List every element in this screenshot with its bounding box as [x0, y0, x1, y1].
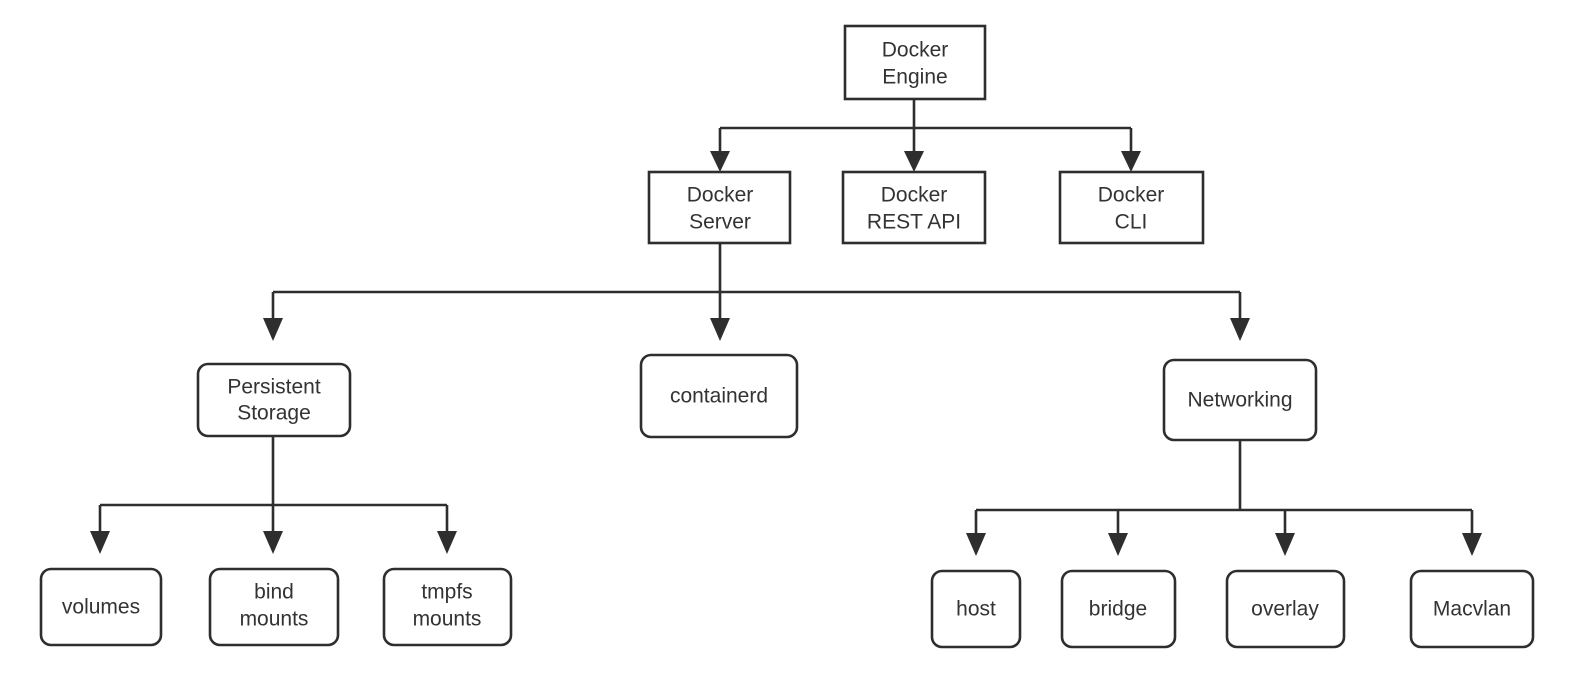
edge-storage-to-volumes-arrow [90, 531, 110, 554]
node-tmpfs-mounts-label-line2: mounts [413, 608, 482, 631]
edge-server-to-networking-arrow [1230, 318, 1250, 341]
edge-networking-to-bridge-arrow [1108, 533, 1128, 556]
edge-server-to-persistent-storage-arrow [263, 318, 283, 341]
edge-storage-to-tmpfs-mounts-arrow [437, 531, 457, 554]
edge-group-server-to-row3 [263, 243, 1250, 341]
edge-group-storage-to-leaves [90, 436, 457, 554]
node-docker-rest-api-box[interactable] [841, 170, 987, 245]
node-overlay-label: overlay [1251, 598, 1319, 621]
node-docker-engine-label-line1: Docker [882, 39, 949, 62]
node-host[interactable]: host [930, 569, 1022, 649]
node-bind-mounts[interactable]: bind mounts [208, 567, 340, 647]
node-docker-rest-api[interactable]: Docker REST API [841, 170, 987, 245]
edge-networking-to-macvlan-arrow [1462, 533, 1482, 556]
node-docker-cli-label-line2: CLI [1115, 211, 1148, 234]
edge-engine-to-rest-api-arrow [904, 151, 924, 172]
node-docker-cli-box[interactable] [1058, 170, 1205, 245]
node-containerd[interactable]: containerd [639, 353, 799, 439]
node-persistent-storage-label-line1: Persistent [227, 376, 321, 399]
edge-engine-to-docker-server-arrow [710, 151, 730, 172]
node-tmpfs-mounts-label-line1: tmpfs [421, 581, 472, 604]
node-macvlan-box[interactable] [1409, 569, 1535, 649]
edge-networking-to-overlay-arrow [1275, 533, 1295, 556]
node-persistent-storage-label-line2: Storage [237, 402, 311, 425]
node-macvlan-label: Macvlan [1433, 598, 1511, 621]
node-persistent-storage-box[interactable] [196, 362, 352, 438]
node-bridge-box[interactable] [1060, 569, 1177, 649]
node-tmpfs-mounts[interactable]: tmpfs mounts [382, 567, 513, 647]
node-docker-server-label-line2: Server [689, 211, 751, 234]
node-networking[interactable]: Networking [1162, 358, 1318, 442]
node-bind-mounts-label-line2: mounts [240, 608, 309, 631]
node-tmpfs-mounts-box[interactable] [382, 567, 513, 647]
edge-group-engine-to-row2 [710, 99, 1141, 172]
node-docker-engine-label-line2: Engine [882, 66, 947, 89]
node-docker-rest-api-label-line1: Docker [881, 184, 948, 207]
node-bind-mounts-label-line1: bind [254, 581, 294, 604]
node-bridge[interactable]: bridge [1060, 569, 1177, 649]
edge-storage-to-bind-mounts-arrow [263, 531, 283, 554]
node-docker-server-label-line1: Docker [687, 184, 754, 207]
node-overlay[interactable]: overlay [1225, 569, 1346, 649]
edge-group-networking-to-leaves [966, 440, 1482, 556]
edge-engine-to-cli-arrow [1121, 151, 1141, 172]
node-host-label: host [956, 598, 996, 621]
edge-server-to-containerd-arrow [710, 318, 730, 341]
node-bridge-label: bridge [1089, 598, 1147, 621]
node-macvlan[interactable]: Macvlan [1409, 569, 1535, 649]
node-docker-engine-box[interactable] [843, 24, 987, 101]
node-volumes[interactable]: volumes [39, 567, 163, 647]
node-containerd-label: containerd [670, 385, 768, 408]
node-docker-cli-label-line1: Docker [1098, 184, 1165, 207]
node-containerd-box[interactable] [639, 353, 799, 439]
node-networking-label: Networking [1187, 389, 1292, 412]
node-volumes-label: volumes [62, 596, 140, 619]
node-bind-mounts-box[interactable] [208, 567, 340, 647]
node-docker-server-box[interactable] [647, 170, 792, 245]
node-host-box[interactable] [930, 569, 1022, 649]
node-overlay-box[interactable] [1225, 569, 1346, 649]
node-docker-cli[interactable]: Docker CLI [1058, 170, 1205, 245]
node-volumes-box[interactable] [39, 567, 163, 647]
node-docker-rest-api-label-line2: REST API [867, 211, 961, 234]
node-docker-server[interactable]: Docker Server [647, 170, 792, 245]
node-networking-box[interactable] [1162, 358, 1318, 442]
edge-networking-to-host-arrow [966, 533, 986, 556]
node-persistent-storage[interactable]: Persistent Storage [196, 362, 352, 438]
node-docker-engine[interactable]: Docker Engine [843, 24, 987, 101]
